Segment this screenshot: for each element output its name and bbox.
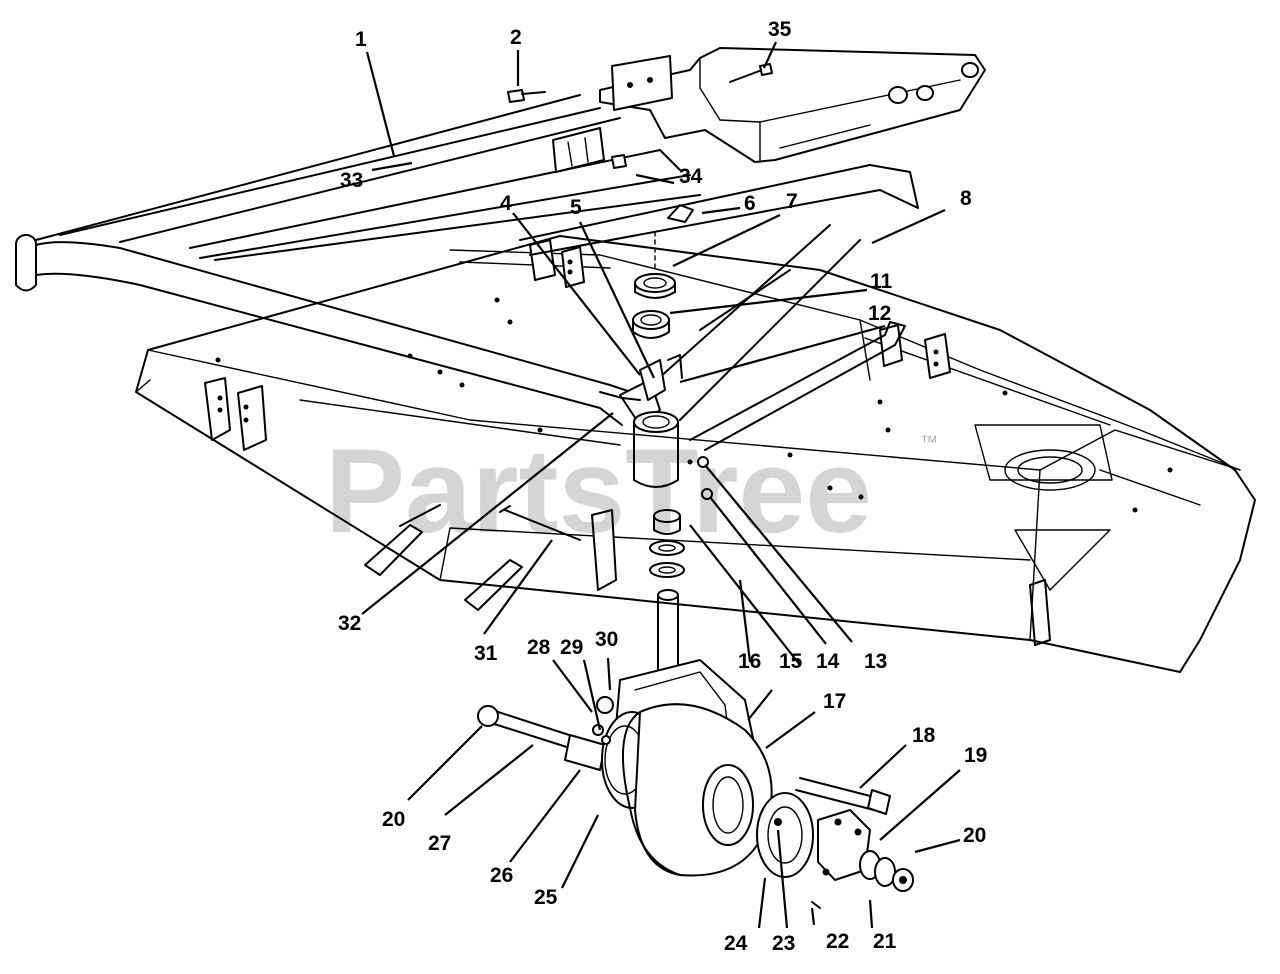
- callout-11: 11: [870, 270, 893, 293]
- callout-4: 4: [500, 192, 512, 215]
- hardware-top: [507, 63, 773, 173]
- callout-23: 23: [772, 932, 795, 955]
- callout-22: 22: [826, 930, 849, 953]
- callout-32: 32: [338, 612, 361, 635]
- callout-15: 15: [779, 650, 803, 673]
- callout-16: 16: [738, 650, 761, 673]
- callout-7: 7: [786, 190, 798, 213]
- callout-26: 26: [490, 864, 513, 887]
- rear-hitch-bracket: [599, 47, 986, 163]
- watermark: PartsTree ™: [325, 424, 938, 558]
- callout-19: 19: [964, 744, 987, 767]
- callout-17: 17: [823, 690, 846, 713]
- callout-5: 5: [570, 196, 582, 219]
- watermark-text: PartsTree: [325, 424, 872, 558]
- callout-18: 18: [912, 724, 936, 747]
- callout-29: 29: [560, 636, 583, 659]
- trademark-symbol: ™: [920, 432, 938, 452]
- callout-24: 24: [724, 932, 748, 955]
- callout-31: 31: [474, 642, 498, 665]
- callout-20-left: 20: [382, 808, 405, 831]
- callout-13: 13: [864, 650, 887, 673]
- callout-6: 6: [744, 192, 756, 215]
- callout-34: 34: [679, 165, 703, 188]
- leader-lines: [361, 41, 961, 929]
- mower-deck: [135, 235, 1256, 673]
- callout-25: 25: [534, 886, 558, 909]
- callout-27: 27: [428, 832, 451, 855]
- callout-30: 30: [595, 628, 618, 651]
- callout-12: 12: [868, 302, 891, 325]
- caster-wheel: [477, 696, 914, 909]
- callout-14: 14: [816, 650, 840, 673]
- callout-20-right: 20: [963, 824, 986, 847]
- callout-1: 1: [355, 28, 367, 51]
- callout-2: 2: [510, 26, 522, 49]
- callout-28: 28: [527, 636, 551, 659]
- callout-8: 8: [960, 187, 972, 210]
- callout-35: 35: [768, 18, 792, 41]
- callout-labels: 1 2 35 33 34 4 5 6 7 8 11 12 32 31 16 15…: [338, 18, 987, 955]
- callout-33: 33: [340, 169, 363, 192]
- front-frame-1: [15, 94, 919, 451]
- callout-21: 21: [873, 930, 897, 953]
